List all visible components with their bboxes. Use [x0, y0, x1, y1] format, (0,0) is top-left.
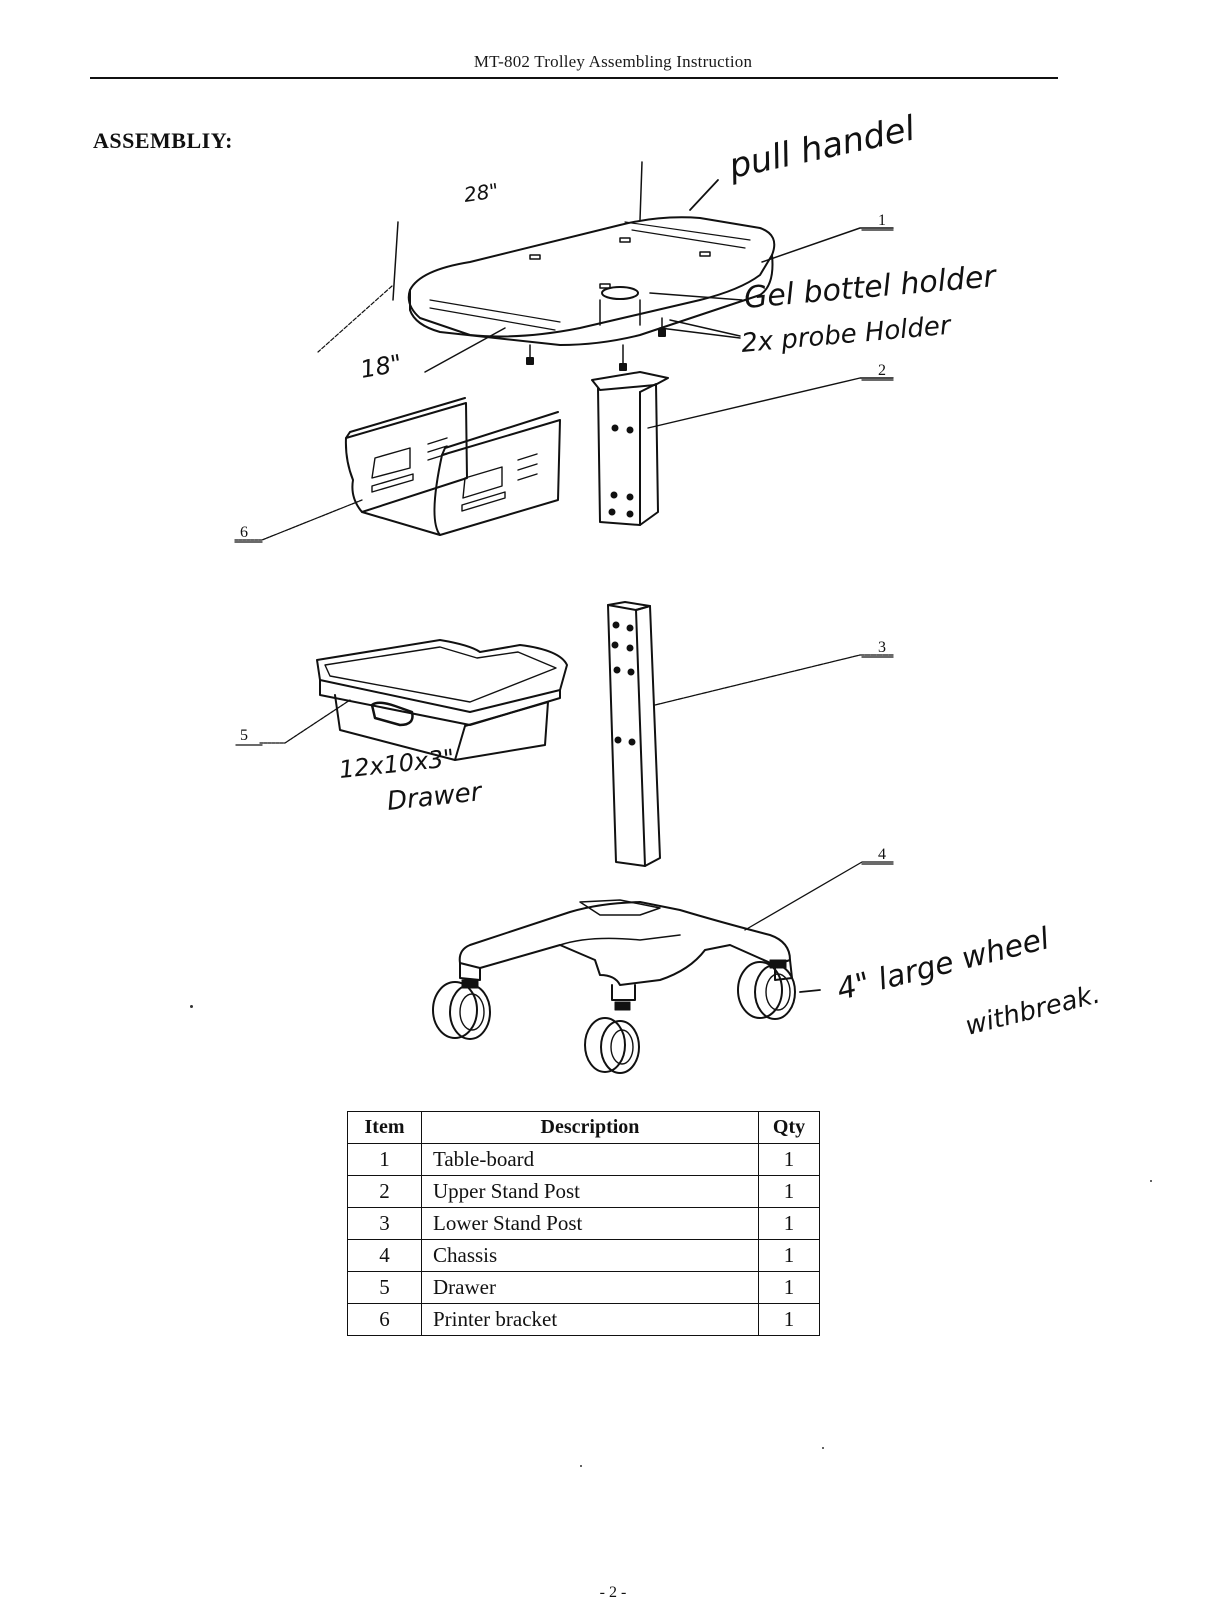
note-drawer-size: 12x10x3" — [338, 744, 456, 784]
note-width-28in: 28" — [462, 178, 500, 207]
cell-qty: 1 — [758, 1207, 820, 1240]
table-row: 4 Chassis 1 — [347, 1239, 820, 1272]
callout-2: 2 — [878, 362, 886, 379]
exploded-assembly-diagram: 1 2 3 4 5 6 28" 18" pull handel Gel bott… — [234, 108, 1104, 1074]
header-qty: Qty — [758, 1111, 820, 1144]
callout-numbers: 1 2 3 4 5 6 — [240, 212, 886, 863]
callout-6: 6 — [240, 524, 248, 541]
page-header-title: MT-802 Trolley Assembling Instruction — [473, 52, 753, 71]
table-row: 2 Upper Stand Post 1 — [347, 1175, 820, 1208]
printer-bracket-part — [234, 397, 561, 541]
scan-speck — [822, 1447, 824, 1449]
table-row: 3 Lower Stand Post 1 — [347, 1207, 820, 1240]
cell-description: Printer bracket — [421, 1303, 759, 1336]
parts-list-table: Item Description Qty 1 Table-board 1 2 U… — [347, 1111, 820, 1336]
handwritten-annotations: 28" 18" pull handel Gel bottel holder 2x… — [338, 108, 1104, 1041]
drawer-part — [259, 639, 568, 761]
note-wheel-line1: 4" large wheel — [833, 921, 1053, 1008]
scan-speck — [580, 1465, 582, 1467]
cell-item: 6 — [347, 1303, 422, 1336]
note-depth-18in: 18" — [358, 349, 404, 384]
cell-qty: 1 — [758, 1271, 820, 1304]
cell-description: Chassis — [421, 1239, 759, 1272]
cell-item: 4 — [347, 1239, 422, 1272]
cell-qty: 1 — [758, 1239, 820, 1272]
section-title: ASSEMBLIY: — [93, 128, 233, 153]
lower-stand-post-part — [607, 601, 894, 867]
callout-4: 4 — [878, 846, 886, 863]
page-number: - 2 - — [599, 1584, 627, 1601]
cell-item: 3 — [347, 1207, 422, 1240]
cell-description: Upper Stand Post — [421, 1175, 759, 1208]
note-probe-holder: 2x probe Holder — [740, 311, 954, 359]
scan-speck — [1150, 1180, 1152, 1182]
upper-stand-post-part — [591, 344, 894, 526]
note-wheel-line2: withbreak. — [962, 979, 1103, 1041]
note-gel-holder: Gel bottel holder — [743, 259, 999, 316]
table-row: 6 Printer bracket 1 — [347, 1303, 820, 1336]
cell-qty: 1 — [758, 1303, 820, 1336]
cell-item: 1 — [347, 1143, 422, 1176]
note-pull-handle: pull handel — [725, 108, 919, 187]
cell-qty: 1 — [758, 1143, 820, 1176]
callout-5: 5 — [240, 727, 248, 744]
table-row: 1 Table-board 1 — [347, 1143, 820, 1176]
cell-item: 2 — [347, 1175, 422, 1208]
header-divider — [90, 77, 1058, 79]
cell-description: Lower Stand Post — [421, 1207, 759, 1240]
cell-description: Table-board — [421, 1143, 759, 1176]
cell-qty: 1 — [758, 1175, 820, 1208]
note-drawer: Drawer — [386, 777, 486, 817]
scan-speck — [190, 1005, 193, 1008]
table-row: 5 Drawer 1 — [347, 1271, 820, 1304]
cell-description: Drawer — [421, 1271, 759, 1304]
header-item: Item — [347, 1111, 422, 1144]
table-board-part — [317, 161, 894, 373]
chassis-part — [432, 861, 894, 1074]
callout-1: 1 — [878, 212, 886, 229]
cell-item: 5 — [347, 1271, 422, 1304]
callout-3: 3 — [878, 639, 886, 656]
header-description: Description — [421, 1111, 759, 1144]
table-header-row: Item Description Qty — [347, 1111, 820, 1144]
